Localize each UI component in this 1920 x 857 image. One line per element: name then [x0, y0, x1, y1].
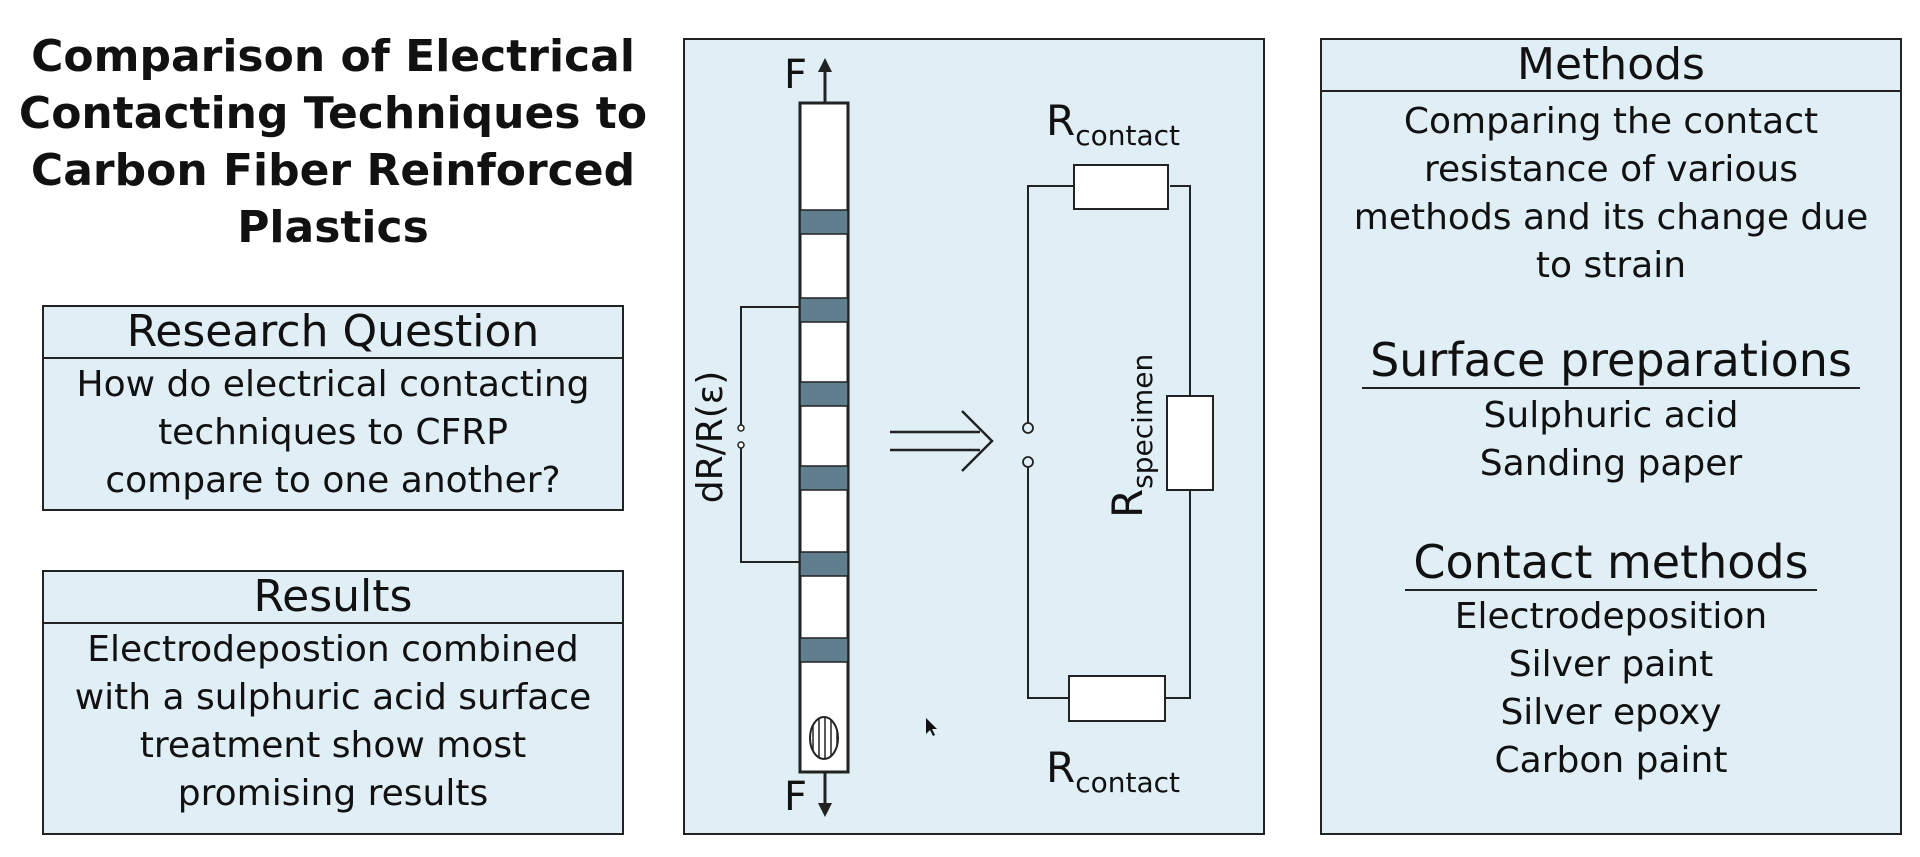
r-contact-top-label: Rcontact — [1046, 96, 1180, 152]
measure-label: dR/R(ε) — [690, 371, 731, 504]
circuit-wire-left-bottom — [1027, 461, 1072, 699]
title-line-3: Carbon Fiber Reinforced — [30, 145, 636, 196]
results-line: with a sulphuric acid surface — [74, 677, 592, 718]
mouse-cursor-icon — [926, 718, 937, 736]
lead-bottom — [740, 448, 800, 563]
terminal-icon — [737, 441, 745, 449]
surface-item: Sulphuric acid — [1483, 395, 1739, 436]
circuit-terminal-icon — [1022, 456, 1034, 468]
contact-item: Electrodeposition — [1454, 596, 1768, 637]
arrow-head-up-icon — [818, 58, 832, 72]
electrode-band — [799, 209, 849, 235]
research-question-text: How do electrical contacting techniques … — [44, 359, 622, 505]
r-specimen-label: Rspecimen — [1103, 354, 1159, 518]
terminal-icon — [737, 424, 745, 432]
research-question-line: techniques to CFRP — [158, 412, 508, 453]
lead-top — [740, 306, 800, 425]
surface-preparations-heading-text: Surface preparations — [1362, 333, 1860, 389]
research-question-box: Research Question How do electrical cont… — [42, 305, 624, 511]
contact-methods-heading-text: Contact methods — [1405, 535, 1817, 591]
electrode-band — [799, 637, 849, 663]
force-label-top: F — [784, 52, 807, 98]
resistor-contact-bottom — [1068, 675, 1166, 722]
grip-hatch-icon — [809, 716, 839, 760]
research-question-heading: Research Question — [44, 307, 622, 359]
methods-box: Methods Comparing the contact resistance… — [1320, 38, 1902, 835]
contact-methods-list: Electrodeposition Silver paint Silver ep… — [1322, 593, 1900, 785]
circuit-wire-right-bottom — [1166, 490, 1191, 699]
contact-methods-heading: Contact methods — [1322, 534, 1900, 591]
methods-line: resistance of various — [1424, 149, 1798, 190]
methods-heading: Methods — [1322, 40, 1900, 92]
methods-line: methods and its change due — [1353, 197, 1869, 238]
electrode-band — [799, 381, 849, 407]
electrode-band — [799, 465, 849, 491]
circuit-terminal-icon — [1022, 422, 1034, 434]
contact-item: Carbon paint — [1494, 740, 1728, 781]
electrode-band — [799, 551, 849, 577]
results-line: Electrodepostion combined — [87, 629, 579, 670]
results-box: Results Electrodepostion combined with a… — [42, 570, 624, 835]
circuit-wire-right-top — [1170, 185, 1191, 396]
contact-item: Silver paint — [1508, 644, 1714, 685]
surface-preparations-heading: Surface preparations — [1322, 332, 1900, 389]
methods-line: to strain — [1535, 245, 1687, 286]
resistor-contact-top — [1073, 164, 1169, 210]
diagram-panel: F F dR/R(ε) Rcontact Rspeci — [683, 38, 1265, 835]
methods-line: Comparing the contact — [1403, 101, 1819, 142]
poster-title: Comparison of Electrical Contacting Tech… — [0, 28, 666, 256]
title-line-4: Plastics — [237, 202, 429, 253]
arrow-head-down-icon — [818, 803, 832, 817]
implies-arrow-head-icon — [961, 410, 994, 472]
results-line: promising results — [177, 773, 489, 814]
surface-item: Sanding paper — [1479, 443, 1743, 484]
surface-preparations-list: Sulphuric acid Sanding paper — [1322, 392, 1900, 488]
resistor-specimen — [1166, 395, 1214, 491]
force-label-bottom: F — [784, 774, 807, 820]
title-line-1: Comparison of Electrical — [31, 31, 635, 82]
specimen-strip — [798, 101, 850, 774]
research-question-line: How do electrical contacting — [76, 364, 590, 405]
results-line: treatment show most — [139, 725, 527, 766]
methods-text: Comparing the contact resistance of vari… — [1322, 92, 1900, 290]
title-line-2: Contacting Techniques to — [18, 88, 648, 139]
results-text: Electrodepostion combined with a sulphur… — [44, 624, 622, 818]
r-contact-bottom-label: Rcontact — [1046, 743, 1180, 799]
research-question-line: compare to one another? — [105, 460, 561, 501]
setup-diagram: F F dR/R(ε) Rcontact Rspeci — [690, 52, 1214, 820]
circuit-wire-left-top — [1027, 185, 1077, 424]
contact-item: Silver epoxy — [1500, 692, 1722, 733]
results-heading: Results — [44, 572, 622, 624]
electrode-band — [799, 297, 849, 323]
